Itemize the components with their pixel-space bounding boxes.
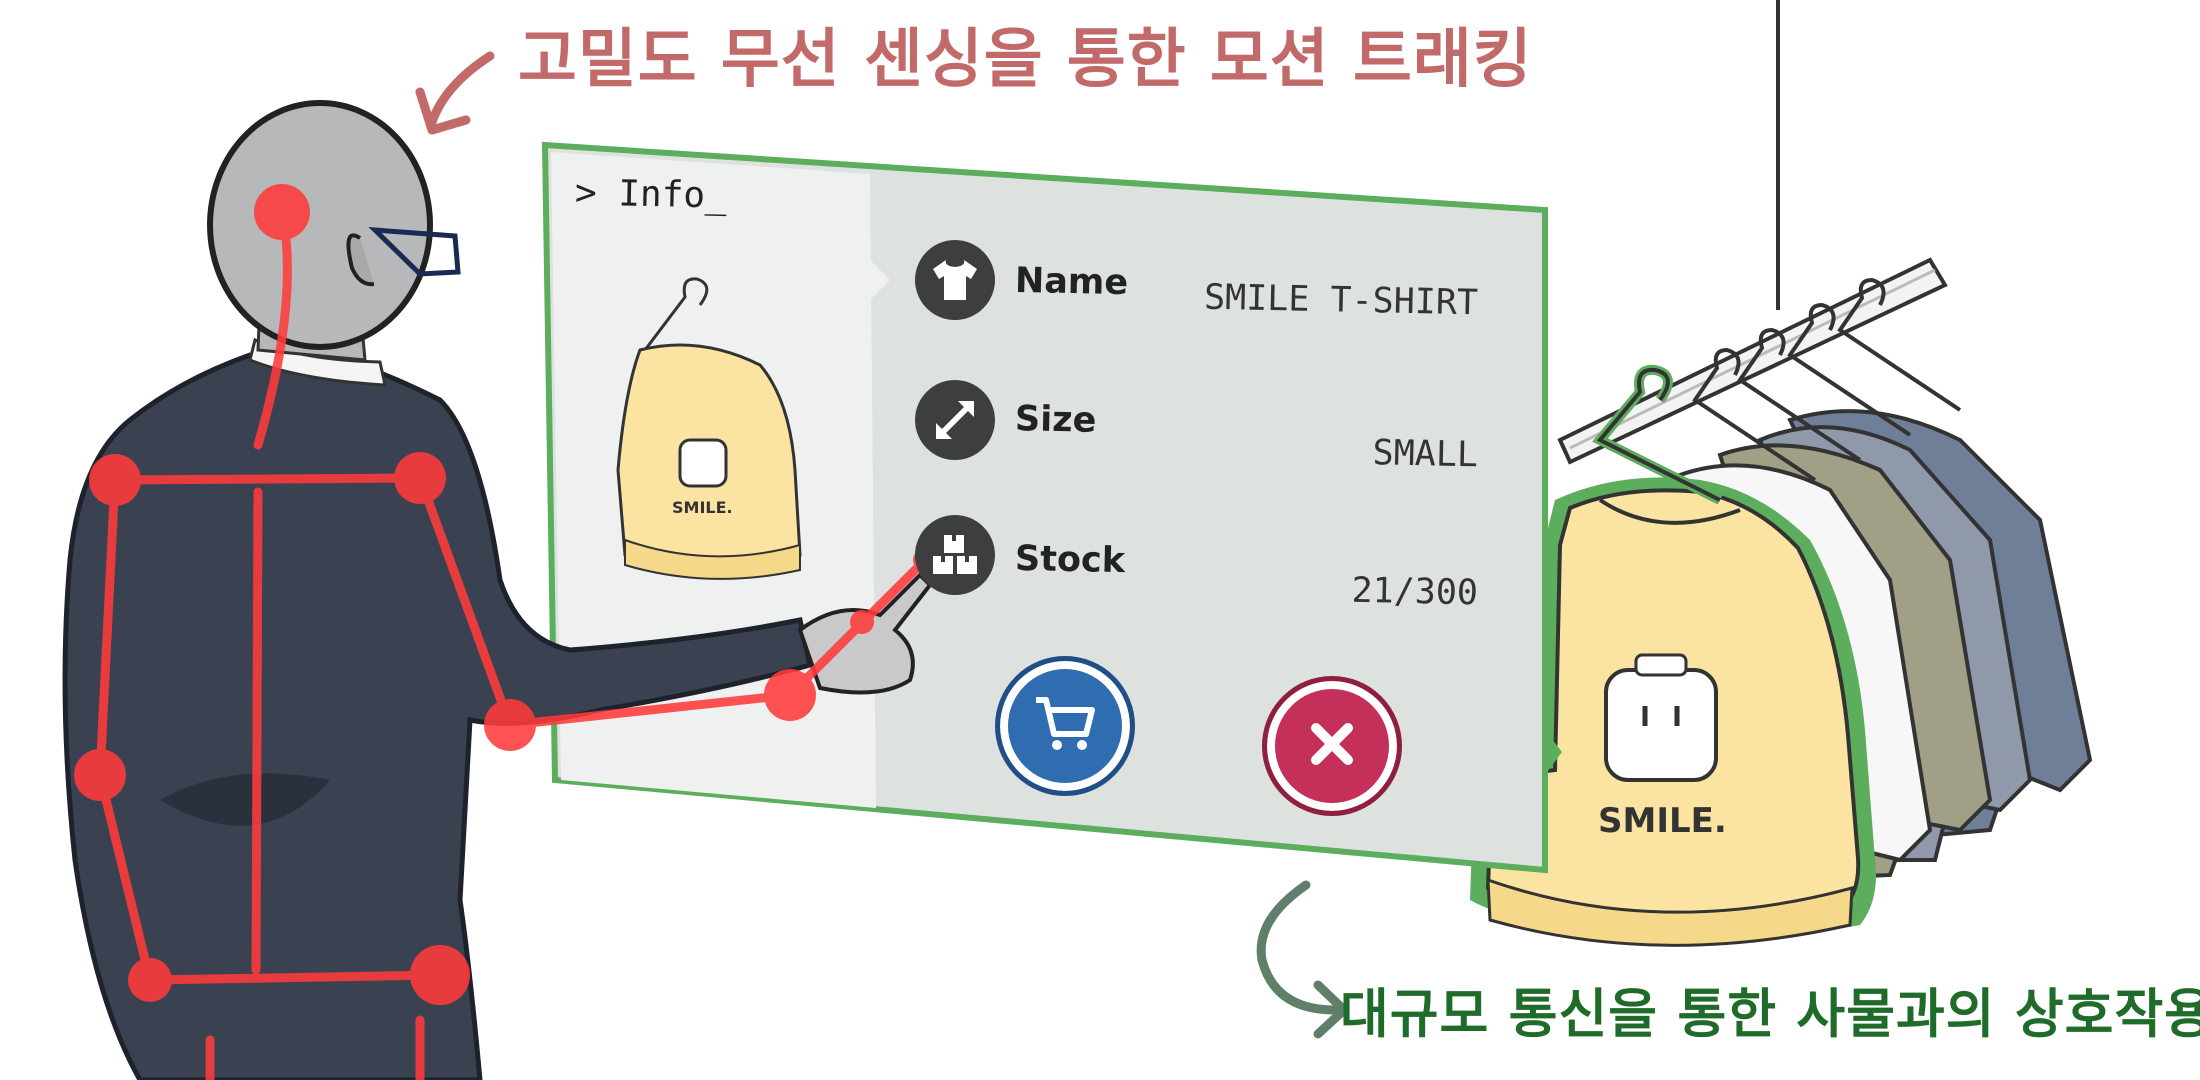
stock-label: Stock — [1014, 538, 1126, 582]
highlighted-shirt: SMILE. — [1470, 364, 1876, 947]
thumb-print-text: SMILE. — [672, 498, 733, 517]
add-to-cart-button[interactable] — [995, 656, 1135, 796]
boxes-icon — [915, 515, 995, 595]
size-label: Size — [1014, 399, 1097, 441]
name-value: SMILE T-SHIRT — [1203, 277, 1479, 324]
panel-shirt-thumbnail: SMILE. — [616, 277, 802, 580]
terminal-prompt: > Info_ — [574, 172, 728, 217]
motion-tracking-skeleton — [74, 184, 937, 1080]
shirt-print-text: SMILE. — [1598, 801, 1727, 841]
name-label: Name — [1014, 260, 1129, 304]
tshirt-icon — [915, 240, 995, 320]
annotation-arrows — [415, 51, 1349, 1039]
caption-iot-interaction: 대규모 통신을 통한 사물과의 상호작용 — [1340, 984, 2200, 1045]
resize-arrows-icon — [915, 380, 995, 460]
cart-icon — [1032, 694, 1098, 758]
stock-value: 21/300 — [1351, 570, 1479, 614]
close-button[interactable] — [1262, 676, 1402, 816]
size-value: SMALL — [1372, 433, 1479, 476]
caption-motion-tracking: 고밀도 무선 센싱을 통한 모션 트래킹 — [518, 23, 1533, 97]
close-icon — [1304, 716, 1360, 776]
person — [62, 100, 933, 1080]
